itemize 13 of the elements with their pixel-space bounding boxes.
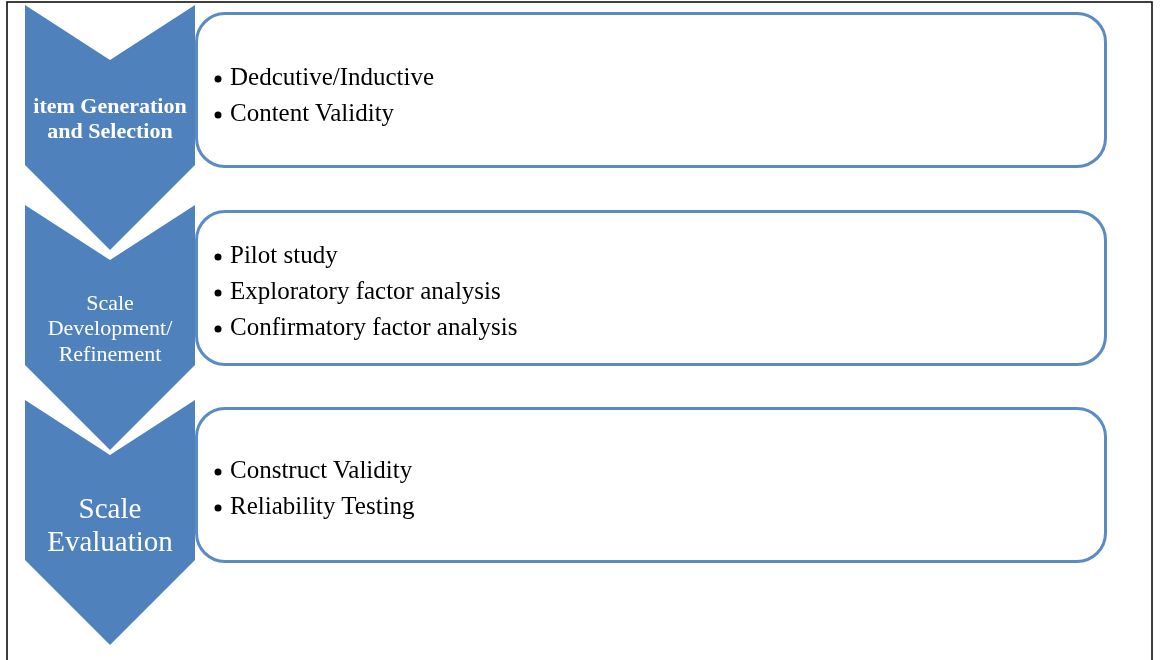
content-box <box>195 407 1107 563</box>
bullet-item: Confirmatory factor analysis <box>230 313 518 340</box>
content-box <box>195 12 1107 168</box>
step-label: Scale Development/ Refinement <box>46 290 174 366</box>
bullet-item: Reliability Testing <box>230 492 415 519</box>
bullet-item: Content Validity <box>230 99 395 126</box>
step-label: Scale Evaluation <box>46 492 174 559</box>
bullet-item: Pilot study <box>230 241 338 268</box>
bullet-item: Exploratory factor analysis <box>230 277 501 304</box>
step-label: item Generation and Selection <box>32 93 188 144</box>
bullet-item: Construct Validity <box>230 456 413 483</box>
content-box <box>195 210 1107 366</box>
bullet-item: Dedcutive/Inductive <box>230 63 435 90</box>
